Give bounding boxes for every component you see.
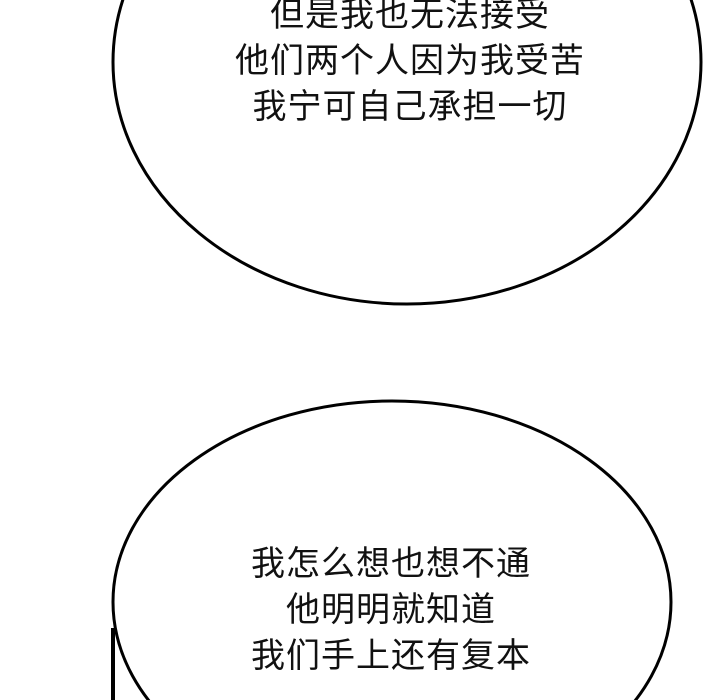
speech-bubble-2-text: 我怎么想也想不通 他明明就知道 我们手上还有复本 (141, 541, 641, 679)
dialogue-line: 我怎么想也想不通 (251, 544, 531, 584)
dialogue-line: 我们手上还有复本 (251, 636, 531, 676)
speech-bubble-1-text: 但是我也无法接受 他们两个人因为我受苦 我宁可自己承担一切 (150, 0, 670, 130)
speech-bubble-2-outline (111, 399, 673, 700)
dialogue-line: 他们两个人因为我受苦 (235, 41, 585, 81)
speech-bubble-1-outline (111, 0, 703, 306)
dialogue-line: 他明明就知道 (286, 590, 496, 630)
dialogue-line: 我宁可自己承担一切 (252, 87, 568, 127)
dialogue-line: 但是我也无法接受 (270, 0, 550, 35)
